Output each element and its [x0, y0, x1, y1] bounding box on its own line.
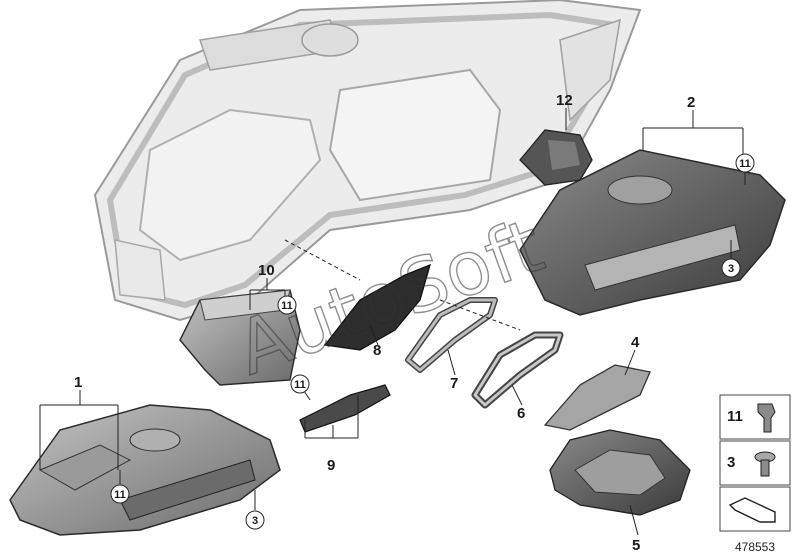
- legend-item-11: 11: [719, 394, 791, 440]
- callout-5: 5: [632, 537, 640, 554]
- part-8-knee-panel: [323, 263, 431, 351]
- callout-11-right: 11: [735, 153, 755, 173]
- svg-text:3: 3: [252, 515, 258, 527]
- callout-8: 8: [373, 342, 381, 359]
- callout-7: 7: [450, 375, 458, 392]
- svg-text:3: 3: [728, 263, 734, 275]
- document-id: 478553: [735, 540, 775, 554]
- callout-6: 6: [517, 405, 525, 422]
- legend-item-3: 3: [719, 440, 791, 486]
- callout-2: 2: [687, 94, 695, 111]
- part-7-frame: [405, 297, 498, 373]
- callout-numbers: 1 2 12 10 8 7 6 4 5 9: [74, 92, 695, 554]
- circled-callouts: 11 11 11 11 3 3: [110, 153, 755, 530]
- leader-lines: [39, 108, 746, 536]
- callout-3-right: 3: [721, 258, 741, 278]
- svg-text:3: 3: [727, 454, 735, 471]
- callout-4: 4: [631, 334, 640, 351]
- part-5-cover: [549, 429, 691, 516]
- callout-1: 1: [74, 374, 82, 391]
- part-12-bracket: [519, 129, 593, 186]
- callout-3-left: 3: [245, 510, 265, 530]
- svg-text:11: 11: [294, 379, 306, 391]
- part-9-strip: [299, 384, 391, 433]
- angle-arrow-icon: [728, 497, 776, 523]
- part-10-glovebox: [179, 289, 301, 386]
- callout-12: 12: [556, 92, 573, 109]
- part-6-frame: [471, 331, 564, 409]
- callout-11-glovebox: 11: [277, 295, 297, 315]
- callout-11-strip: 11: [290, 374, 310, 394]
- legend-symbol-arrow: [719, 486, 791, 532]
- svg-text:11: 11: [727, 408, 743, 425]
- legend-panel: 11 3: [719, 394, 791, 532]
- svg-text:11: 11: [281, 300, 293, 312]
- callout-9: 9: [327, 457, 335, 474]
- part-4-cover: [543, 364, 651, 431]
- callout-11-left: 11: [110, 484, 130, 504]
- dashboard-ghost: [93, 0, 642, 322]
- callout-10: 10: [258, 262, 275, 279]
- part-1-trim-panel: [9, 404, 281, 536]
- svg-text:11: 11: [739, 158, 751, 170]
- svg-text:11: 11: [114, 489, 126, 501]
- part-2-trim-panel: [519, 149, 786, 316]
